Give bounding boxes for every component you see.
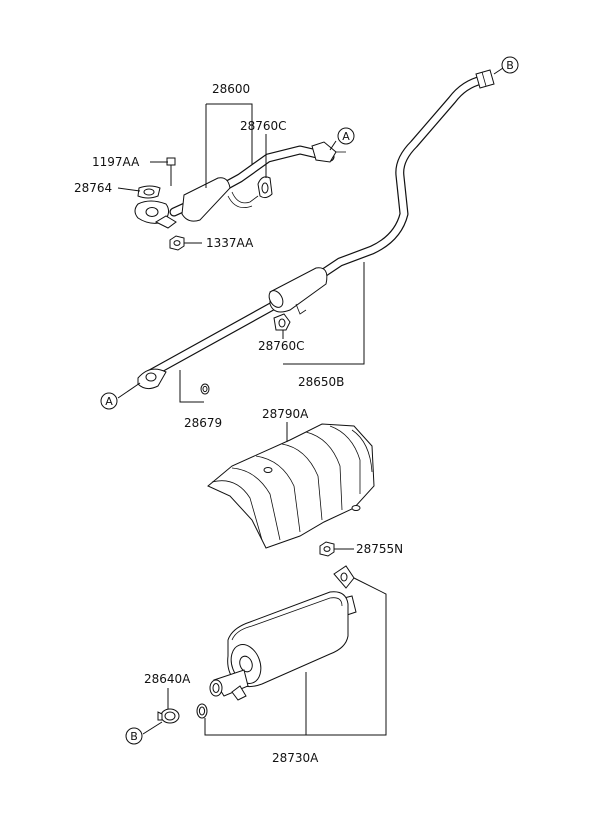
- label-28600: 28600: [212, 82, 250, 96]
- ref-b-bottom-letter: B: [130, 730, 138, 743]
- label-1337aa: 1337AA: [206, 236, 254, 250]
- label-28790a: 28790A: [262, 407, 309, 421]
- label-28640a: 28640A: [144, 672, 191, 686]
- ring-gasket: [196, 703, 208, 719]
- gasket-28764: [137, 185, 161, 199]
- label-28755n: 28755N: [356, 542, 403, 556]
- label-1197aa: 1197AA: [92, 155, 140, 169]
- ref-a-bottom: A: [100, 392, 118, 410]
- label-28760c-mid: 28760C: [258, 339, 305, 353]
- ref-b-top-letter: B: [506, 59, 514, 72]
- label-28764: 28764: [74, 181, 112, 195]
- ref-a-top: A: [337, 127, 355, 145]
- label-28760c-top: 28760C: [240, 119, 287, 133]
- ref-b-bottom: B: [125, 727, 143, 745]
- part-labels: 28600 28760C 1197AA 28764 1337AA 28760C …: [74, 82, 403, 765]
- label-28650b: 28650B: [298, 375, 344, 389]
- label-28679: 28679: [184, 416, 222, 430]
- label-28730a: 28730A: [272, 751, 319, 765]
- rubber-hanger-mid: [273, 313, 291, 331]
- clamp-28640a: [157, 708, 180, 724]
- gasket-28679: [200, 383, 210, 395]
- ref-a-bottom-letter: A: [105, 395, 113, 408]
- main-muffler-28730a: [209, 565, 357, 701]
- nut-28755n: [319, 541, 335, 557]
- nut-1337aa: [169, 235, 185, 251]
- rubber-hanger-top: [257, 176, 273, 199]
- center-pipe-assembly: [137, 69, 495, 390]
- heat-protector-28790a: [207, 423, 375, 549]
- bolt-1197aa: [166, 157, 176, 186]
- leader-lines: [117, 67, 504, 736]
- ref-b-top: B: [501, 56, 519, 74]
- ref-a-top-letter: A: [342, 130, 350, 143]
- front-pipe-assembly: [134, 141, 346, 229]
